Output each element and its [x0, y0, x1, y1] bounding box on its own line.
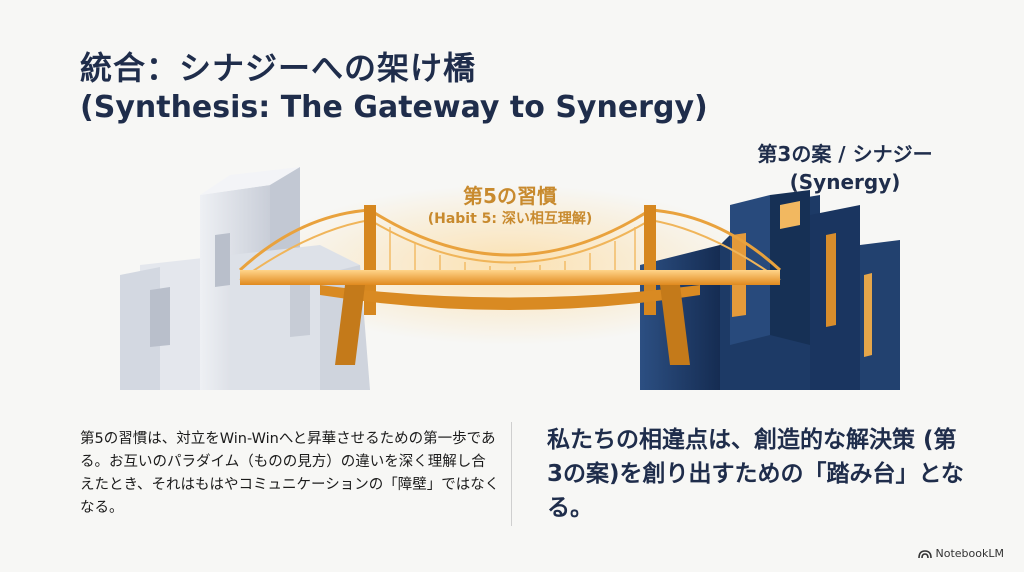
body-right-text: 私たちの相違点は、創造的な解決策 (第3の案)を創り出すための「踏み台」となる。 — [547, 427, 964, 521]
bridge — [238, 205, 782, 365]
bridge-glow — [260, 185, 760, 345]
synergy-label-sub: (Synergy) — [789, 170, 901, 194]
page-title: 統合：シナジーへの架け橋 — [80, 49, 477, 87]
habit-label-sub: (Habit 5: 深い相互理解) — [427, 211, 593, 227]
body-left-text: 第5の習慣は、対立をWin-Winへと昇華させるための第一歩である。お互いのパラ… — [80, 431, 500, 516]
notebooklm-logo-icon — [917, 549, 932, 558]
brand-name: NotebookLM — [935, 547, 1004, 560]
bridge-illustration — [120, 135, 900, 395]
habit-label: 第5の習慣 (Habit 5: 深い相互理解) — [380, 183, 640, 229]
bridge-illustration-svg — [120, 167, 900, 390]
synergy-label-main: 第3の案 / シナジー — [757, 142, 933, 166]
synergy-label: 第3の案 / シナジー (Synergy) — [740, 140, 950, 196]
title-block: 統合：シナジーへの架け橋 (Synthesis: The Gateway to … — [80, 48, 708, 128]
brand: NotebookLM — [917, 547, 1004, 560]
column-divider — [511, 422, 512, 526]
habit-label-main: 第5の習慣 — [463, 184, 557, 208]
page-subtitle: (Synthesis: The Gateway to Synergy) — [80, 90, 708, 125]
